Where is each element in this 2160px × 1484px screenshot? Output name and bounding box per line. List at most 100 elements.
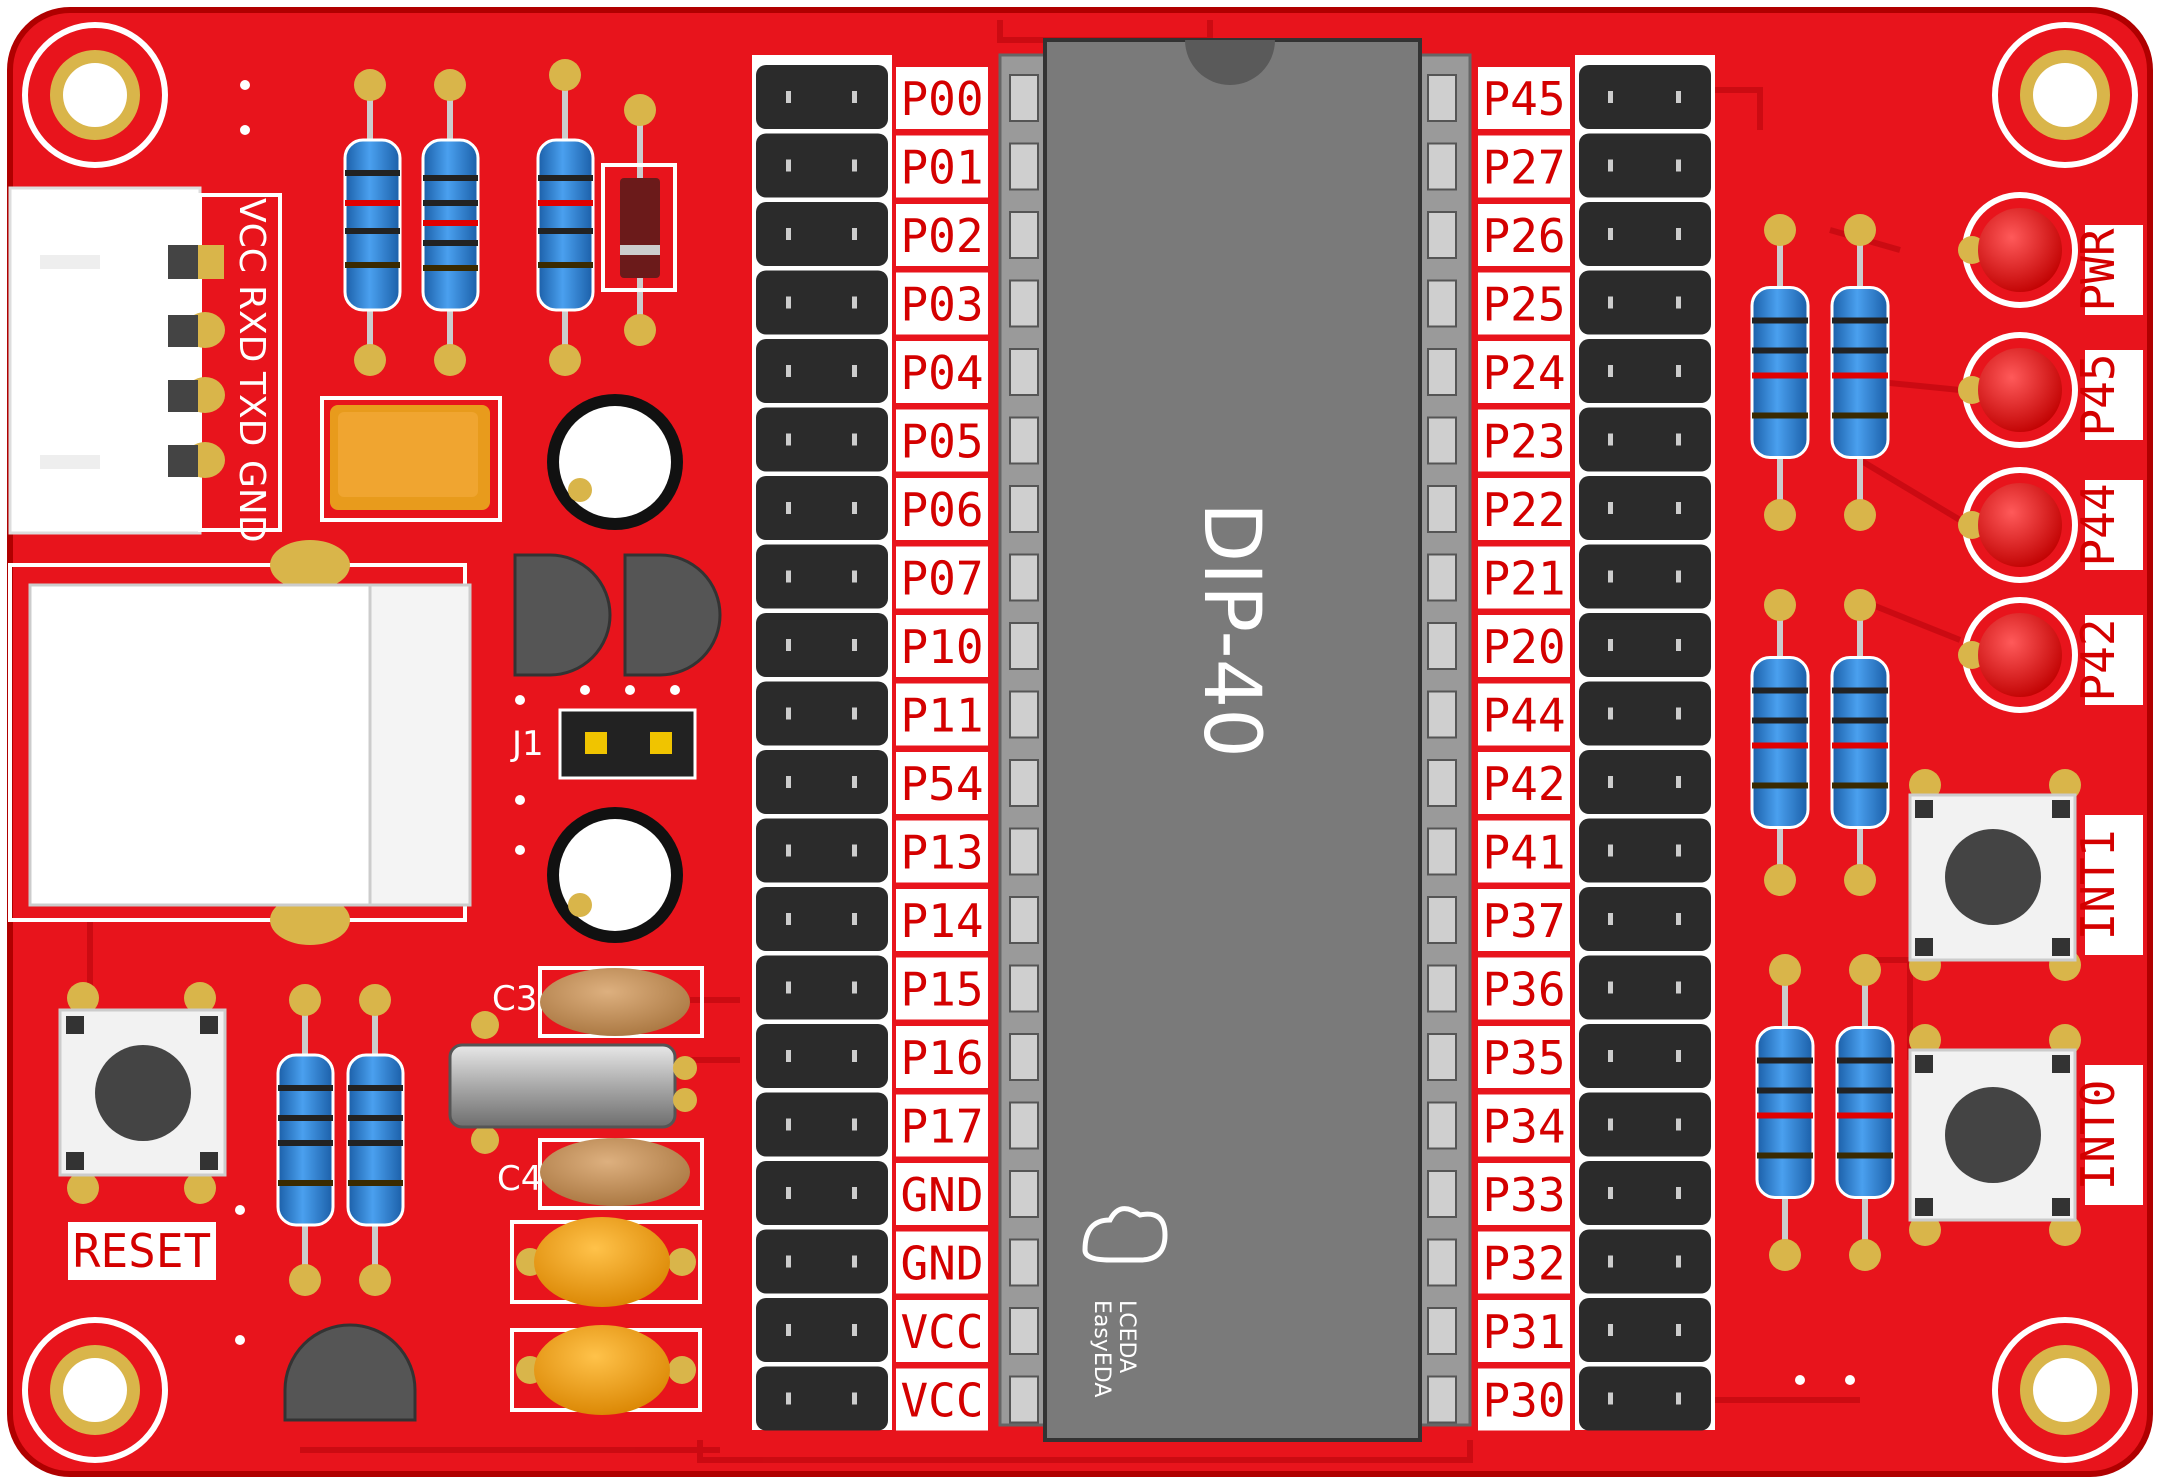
header-pin-pair: [756, 1024, 888, 1088]
left-pin-label: GND: [900, 1237, 983, 1291]
header-pin-pair: [1579, 818, 1711, 883]
vias: [235, 80, 1855, 1385]
left-pin-label: P06: [900, 483, 983, 537]
header-pin-pair: [1579, 955, 1711, 1020]
led-indicator: [1958, 597, 2078, 713]
header-pin-pair: [1579, 613, 1711, 677]
dip40-ic: DIP-40 LCEDA EasyEDA: [1043, 38, 1422, 1442]
reset-button[interactable]: [58, 982, 227, 1204]
resistor: [1830, 589, 1890, 896]
cap-label-c4: C4: [497, 1159, 542, 1199]
electrolytic-capacitor: [547, 394, 683, 530]
tantalum-capacitor: [320, 396, 502, 522]
header-pin-pair: [1579, 407, 1711, 472]
header-pin-pair: [756, 544, 888, 609]
header-pin-pair: [756, 681, 888, 746]
uart-label-rxd: RXD: [231, 285, 272, 362]
resistors-right: [1750, 214, 1895, 1271]
header-pin-pair: [1579, 133, 1711, 198]
right-pin-label: P33: [1482, 1168, 1565, 1222]
left-pin-label: P13: [900, 826, 983, 880]
mount-hole-top-right: [1992, 22, 2138, 168]
header-pin-pair: [1579, 476, 1711, 540]
mount-holes: [22, 22, 2138, 1463]
led-label-pwr: PWR: [2071, 228, 2125, 311]
left-pin-label: P02: [900, 209, 983, 263]
ceramic-capacitor: [510, 1217, 702, 1307]
left-pin-label: P04: [900, 346, 983, 400]
jumper-label: J1: [510, 724, 544, 764]
crystal-oscillator: [448, 1011, 697, 1154]
led-label-p42: P42: [2071, 618, 2125, 701]
header-pin-pair: [1579, 1092, 1711, 1157]
resistor: [1755, 954, 1815, 1271]
left-pin-label: P14: [900, 894, 983, 948]
resistor: [276, 984, 335, 1296]
led-indicator: [1958, 467, 2078, 583]
right-pin-label: P34: [1482, 1100, 1565, 1154]
header-pin-pair: [1579, 270, 1711, 335]
left-pin-label: P01: [900, 141, 983, 195]
left-pin-label: P10: [900, 620, 983, 674]
reset-label: RESET: [73, 1224, 211, 1278]
resistor: [1835, 954, 1895, 1271]
cap-label-c3: C3: [492, 979, 537, 1019]
header-pin-pair: [756, 613, 888, 677]
header-pin-pair: [756, 65, 888, 129]
header-pin-pair: [756, 476, 888, 540]
left-pin-label: VCC: [900, 1305, 983, 1359]
right-pin-label: P45: [1482, 72, 1565, 126]
int1-button[interactable]: [1908, 769, 2081, 981]
left-pin-label: P11: [900, 689, 983, 743]
right-pin-label: P31: [1482, 1305, 1565, 1359]
right-pin-label: P35: [1482, 1031, 1565, 1085]
int0-button[interactable]: [1908, 1024, 2081, 1246]
led-label-p44: P44: [2071, 483, 2125, 566]
int1-label: INT1: [2071, 830, 2125, 941]
header-pin-pair: [756, 818, 888, 883]
left-pin-labels: P00P01P02P03P04P05P06P07P10P11P54P13P14P…: [896, 67, 988, 1431]
right-pin-labels: P45P27P26P25P24P23P22P21P20P44P42P41P37P…: [1478, 67, 1570, 1431]
leds: [1958, 192, 2078, 713]
header-pin-pair: [756, 133, 888, 198]
mount-hole-top-left: [22, 22, 168, 168]
header-pin-pair: [1579, 1298, 1711, 1362]
resistors-bottom-left: [276, 984, 405, 1296]
header-pin-pair: [1579, 1366, 1711, 1431]
header-pin-pair: [756, 1229, 888, 1294]
resistor: [536, 59, 595, 376]
left-pin-label: GND: [900, 1168, 983, 1222]
header-pin-pair: [756, 1161, 888, 1225]
resistor: [1750, 589, 1810, 896]
right-pin-header: [1575, 55, 1715, 1431]
resistor: [1830, 214, 1890, 531]
led-indicator: [1958, 192, 2078, 308]
uart-label-txd: TXD: [231, 371, 272, 446]
led-indicator: [1958, 332, 2078, 448]
diode: [601, 94, 677, 346]
left-pin-label: P16: [900, 1031, 983, 1085]
header-pin-pair: [756, 339, 888, 403]
jumper-j1: J1: [510, 708, 697, 780]
left-pin-label: P17: [900, 1100, 983, 1154]
ic-label: DIP-40: [1186, 502, 1276, 758]
right-pin-label: P21: [1482, 552, 1565, 606]
header-pin-pair: [1579, 65, 1711, 129]
right-pin-label: P44: [1482, 689, 1565, 743]
header-pin-pair: [756, 1092, 888, 1157]
header-pin-pair: [756, 1298, 888, 1362]
right-pin-label: P26: [1482, 209, 1565, 263]
right-pin-label: P36: [1482, 963, 1565, 1017]
int0-label: INT0: [2071, 1080, 2125, 1191]
header-pin-pair: [756, 887, 888, 951]
led-labels: PWR P45 P44 P42: [2071, 225, 2143, 705]
resistor: [421, 69, 480, 376]
header-pin-pair: [1579, 1024, 1711, 1088]
transistor: [623, 553, 722, 677]
left-pin-label: P07: [900, 552, 983, 606]
uart-connector: VCC RXD TXD GND: [8, 186, 282, 543]
right-pin-label: P32: [1482, 1237, 1565, 1291]
logo-text-easyeda: EasyEDA: [1089, 1300, 1114, 1397]
left-pin-label: P54: [900, 757, 983, 811]
